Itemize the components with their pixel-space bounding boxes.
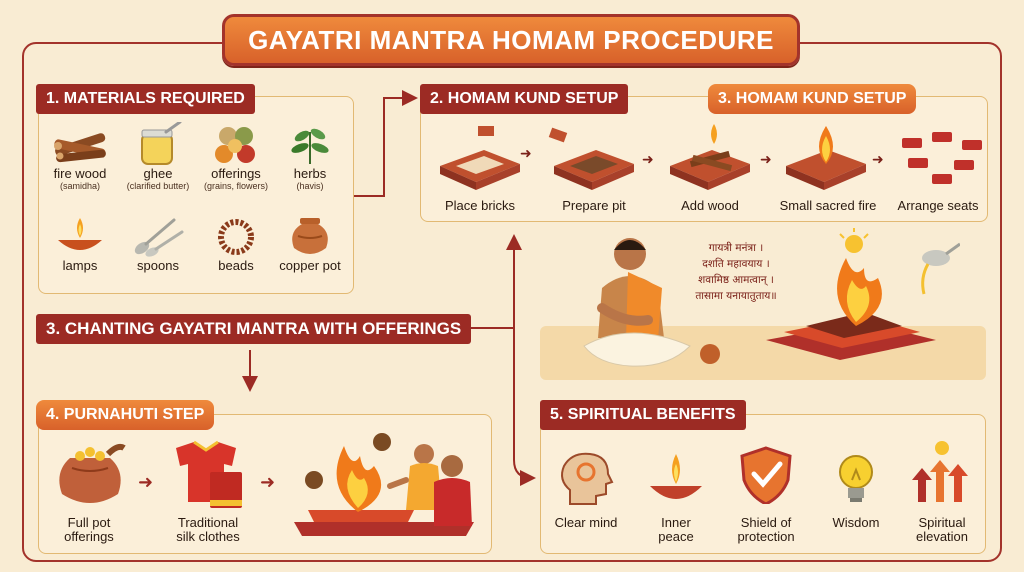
benefit-line: peace xyxy=(658,529,694,544)
mantra-line: दशति महावयाय । xyxy=(702,258,770,270)
material-label: beads xyxy=(218,258,254,273)
material-label: ghee xyxy=(143,166,173,181)
step-line: offerings xyxy=(64,529,114,544)
material-sub: (grains, flowers) xyxy=(203,181,268,191)
arrow-right-icon: ➜ xyxy=(138,472,154,492)
benefit-line: Clear mind xyxy=(554,515,618,530)
svg-text:➜: ➜ xyxy=(872,151,884,167)
material-firewood: fire wood (samidha) xyxy=(44,122,116,191)
material-offerings: offerings (grains, flowers) xyxy=(196,122,276,191)
material-label: herbs xyxy=(293,166,327,181)
benefit-line: Spiritual xyxy=(918,515,966,530)
materials-panel xyxy=(38,96,354,294)
mantra-line: गायत्री मनंत्रा । xyxy=(708,242,764,254)
materials-heading: 1. MATERIALS REQUIRED xyxy=(36,84,255,114)
page-title: GAYATRI MANTRA HOMAM PROCEDURE xyxy=(222,14,800,66)
material-label: lamps xyxy=(62,258,98,273)
material-label: copper pot xyxy=(279,258,341,273)
material-copper-pot: copper pot xyxy=(272,216,348,273)
bricks-icon xyxy=(440,126,520,190)
pit-icon xyxy=(548,127,634,190)
setup-step-label: Prepare pit xyxy=(562,198,626,213)
shield-icon xyxy=(740,446,792,504)
material-ghee: ghee (clarified butter) xyxy=(118,122,198,191)
material-sub: (havis) xyxy=(296,181,324,191)
homa-fire-illustration xyxy=(766,228,960,360)
step-line: silk clothes xyxy=(176,529,240,544)
mantra-line: शवामिष्ठ आमत्वान् । xyxy=(698,274,774,286)
beads-icon xyxy=(218,219,254,255)
svg-text:➜: ➜ xyxy=(760,151,772,167)
benefit-line: Shield of xyxy=(740,515,792,530)
benefit-label: Inner peace xyxy=(636,516,716,544)
benefit-label: Wisdom xyxy=(816,516,896,530)
benefit-line: Inner xyxy=(661,515,691,530)
setup-step-label: Place bricks xyxy=(444,198,516,213)
material-sub: (clarified butter) xyxy=(126,181,190,191)
svg-text:➜: ➜ xyxy=(642,151,654,167)
small-fire-icon xyxy=(786,126,866,190)
wood-pit-icon xyxy=(670,124,750,190)
spoons-icon xyxy=(134,218,184,257)
setup-step-label: Small sacred fire xyxy=(779,198,877,213)
step-line: Full pot xyxy=(67,515,111,530)
herbs-icon xyxy=(291,128,329,164)
benefit-line: elevation xyxy=(915,529,969,544)
step-line: Traditional xyxy=(177,515,239,530)
material-sub: (samidha) xyxy=(59,181,100,191)
purnahuti-heading: 4. PURNAHUTI STEP xyxy=(36,400,215,430)
material-lamps: lamps xyxy=(44,216,116,273)
offerings-icon xyxy=(215,127,255,163)
setup-step-label: Add wood xyxy=(681,198,739,213)
mantra-line: तासामा यनायातुताय॥ xyxy=(695,290,777,302)
setup-step-label: Arrange seats xyxy=(897,198,979,213)
lamp-icon xyxy=(58,218,102,250)
benefit-label: Shield of protection xyxy=(722,516,810,544)
mantra-text: गायत्री मनंत्रा । दशति महावयाय । शवामिष्… xyxy=(676,240,796,304)
material-label: offerings xyxy=(211,166,261,181)
silk-clothes-icon xyxy=(176,440,242,508)
material-label: fire wood xyxy=(53,166,107,181)
diya-icon xyxy=(650,454,702,499)
priest-illustration xyxy=(583,238,720,367)
head-icon xyxy=(561,452,614,505)
benefit-label: Spiritual elevation xyxy=(902,516,982,544)
purnahuti-step-label: Traditional silk clothes xyxy=(160,516,256,544)
svg-text:➜: ➜ xyxy=(520,145,532,161)
material-label: spoons xyxy=(137,258,179,273)
lightbulb-icon xyxy=(839,455,873,502)
material-beads: beads xyxy=(196,216,276,273)
copper-pot-icon xyxy=(292,218,328,254)
arrow-right-icon: ➜ xyxy=(260,472,276,492)
firewood-icon xyxy=(54,133,106,163)
benefit-line: protection xyxy=(737,529,795,544)
purnahuti-fire-illustration xyxy=(294,433,474,536)
material-spoons: spoons xyxy=(118,216,198,273)
kund-steps-graphic: ➜ ➜ ➜ ➜ xyxy=(440,124,982,190)
up-arrows-icon xyxy=(912,441,968,502)
kund-setup-heading-b: 3. HOMAM KUND SETUP xyxy=(708,84,917,114)
chanting-heading: 3. CHANTING GAYATRI MANTRA WITH OFFERING… xyxy=(36,314,472,344)
full-pot-icon xyxy=(59,443,126,503)
ghee-jar-icon xyxy=(141,122,182,165)
purnahuti-step-label: Full pot offerings xyxy=(44,516,134,544)
kund-setup-heading-a: 2. HOMAM KUND SETUP xyxy=(420,84,629,114)
benefit-label: Clear mind xyxy=(546,516,626,530)
benefits-heading: 5. SPIRITUAL BENEFITS xyxy=(540,400,746,430)
material-herbs: herbs (havis) xyxy=(272,122,348,191)
seats-icon xyxy=(902,132,982,184)
benefit-line: Wisdom xyxy=(832,515,880,530)
